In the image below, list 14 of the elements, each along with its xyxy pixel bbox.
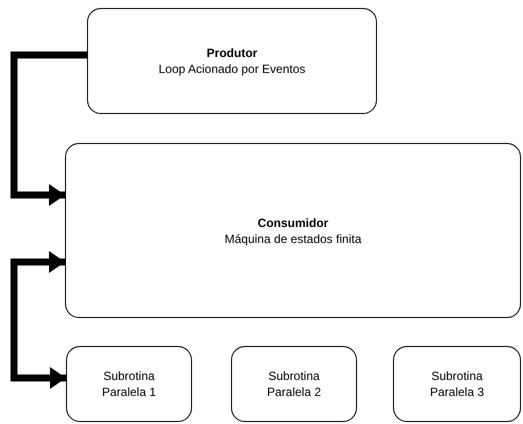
box-text: Subrotina Paralela 1 (100, 368, 158, 400)
process-box (66, 346, 192, 422)
process-box (65, 143, 521, 318)
process-box (87, 8, 377, 114)
arrow (10, 251, 66, 389)
box-text: Máquina de estados finita (224, 230, 362, 246)
box-text: Subrotina Paralela 2 (266, 368, 322, 400)
box-heading: Consumidor (258, 214, 328, 230)
arrow (10, 52, 87, 206)
box-text: Loop Acionado por Eventos (158, 61, 306, 77)
process-box (393, 346, 521, 422)
box-text: Subrotina Paralela 3 (428, 368, 486, 400)
box-heading: Produtor (206, 45, 258, 61)
process-box (231, 346, 357, 422)
